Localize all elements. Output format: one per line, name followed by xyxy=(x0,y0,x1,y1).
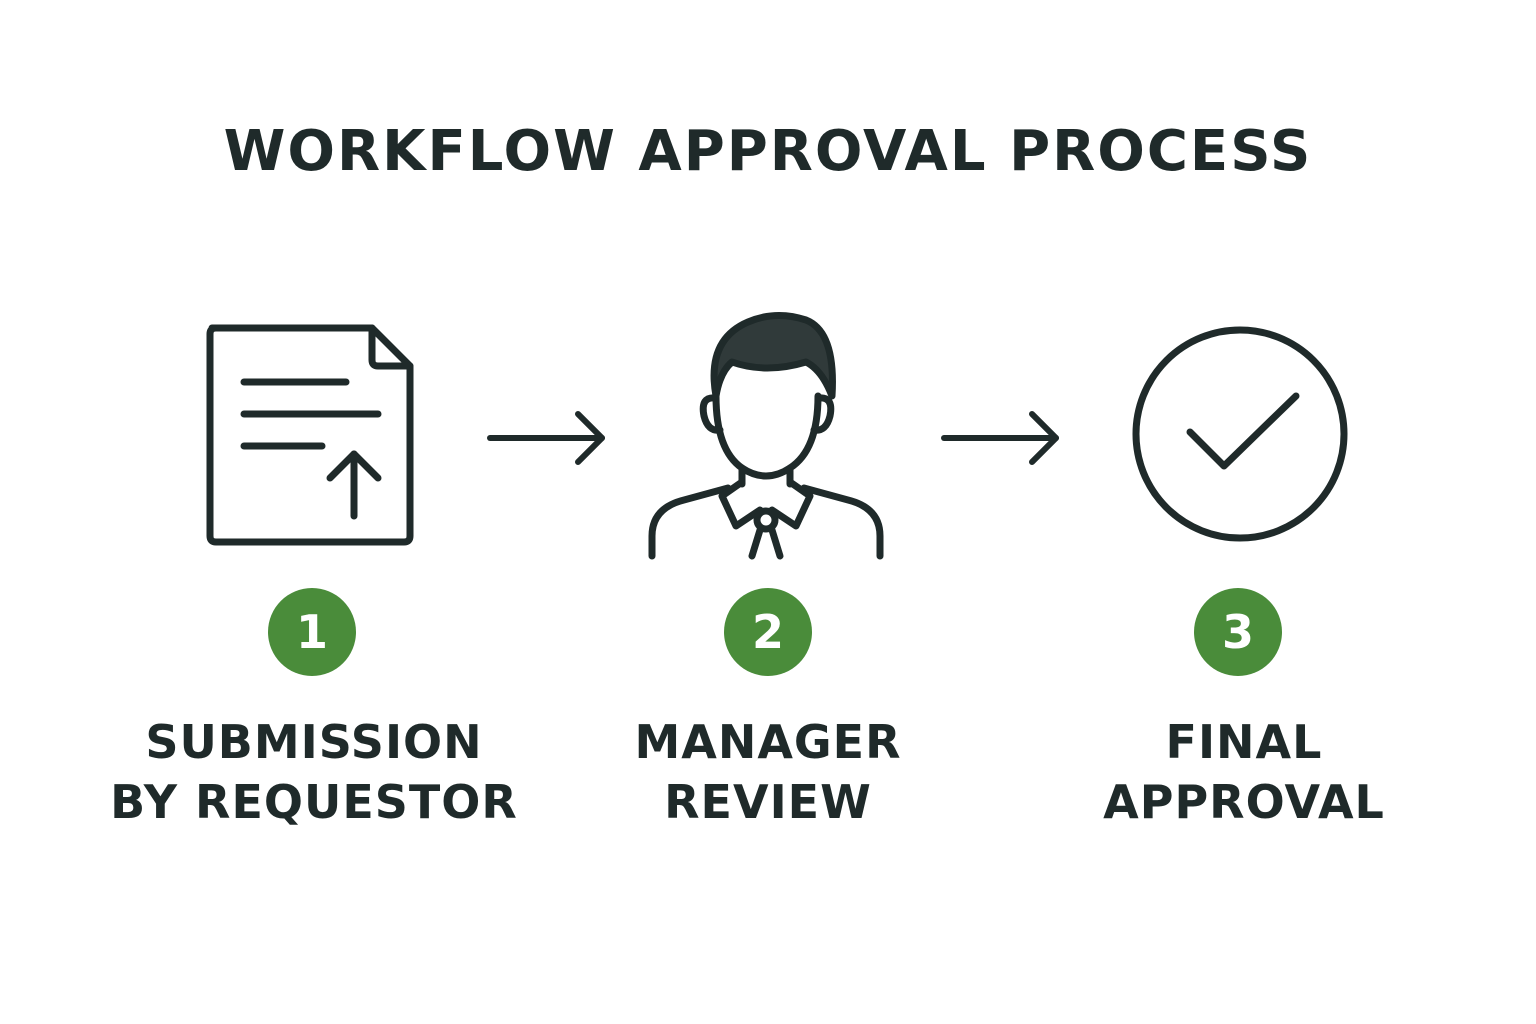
step-3-number-badge: 3 xyxy=(1194,588,1282,676)
manager-person-icon xyxy=(636,300,896,570)
document-upload-icon xyxy=(182,300,442,570)
step-3-label-line2: APPROVAL xyxy=(1103,775,1385,829)
step-1-label: SUBMISSION BY REQUESTOR xyxy=(104,712,524,832)
step-3-label-line1: FINAL xyxy=(1165,715,1323,769)
arrow-right-icon xyxy=(940,408,1064,468)
step-1-label-line2: BY REQUESTOR xyxy=(110,775,518,829)
arrow-right-icon xyxy=(486,408,610,468)
step-2-label-line1: MANAGER xyxy=(634,715,902,769)
checkmark-circle-icon xyxy=(1110,300,1370,570)
step-2-label-line2: REVIEW xyxy=(664,775,872,829)
step-2-label: MANAGER REVIEW xyxy=(558,712,978,832)
step-3-label: FINAL APPROVAL xyxy=(1034,712,1454,832)
diagram-title: WORKFLOW APPROVAL PROCESS xyxy=(223,119,1313,184)
step-1-label-line1: SUBMISSION xyxy=(145,715,483,769)
step-1-number-badge: 1 xyxy=(268,588,356,676)
step-2-number-badge: 2 xyxy=(724,588,812,676)
